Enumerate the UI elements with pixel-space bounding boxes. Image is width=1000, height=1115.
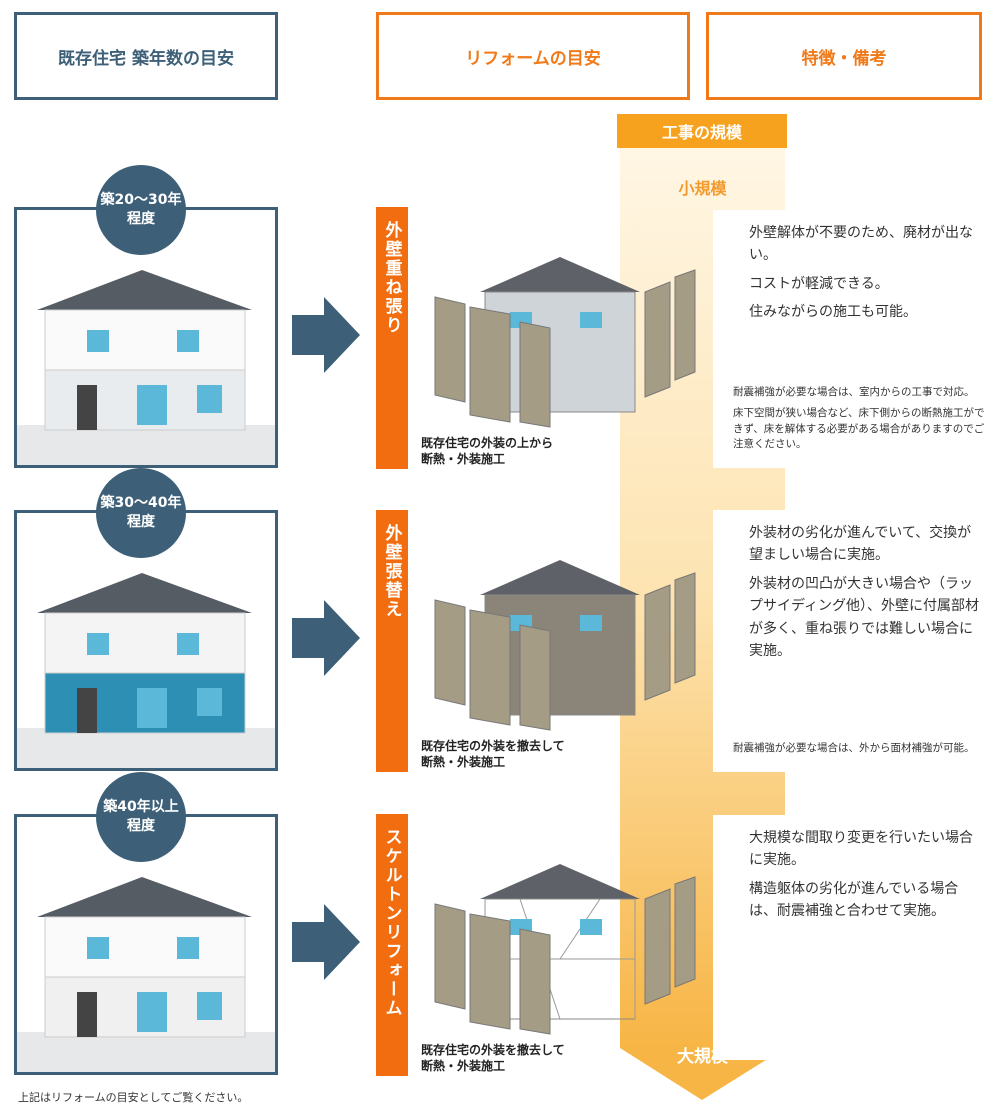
header-features: 特徴・備考 — [706, 12, 982, 100]
feature-note: 大規模な間取り変更を行いたい場合に実施。 — [749, 830, 973, 869]
features-box: 大規模な間取り変更を行いたい場合に実施。構造躯体の劣化が進んでいる場合は、耐震補… — [713, 815, 991, 1060]
age-suffix: 程度 — [127, 514, 155, 530]
right-arrow-icon — [292, 600, 360, 676]
feature-small-note: 床下空間が狭い場合など、床下側からの断熱施工ができず、床を解体する必要がある場合… — [733, 407, 985, 450]
right-arrow-icon — [292, 904, 360, 980]
reform-illustration — [434, 257, 696, 428]
age-badge: 築40年以上程度 — [96, 772, 186, 862]
caption-line: 既存住宅の外装を撤去して — [421, 739, 565, 753]
features-box: 外装材の劣化が進んでいて、交換が望ましい場合に実施。外装材の凹凸が大きい場合や（… — [713, 510, 991, 772]
feature-note: コストが軽減できる。 — [749, 275, 889, 292]
method-caption: 既存住宅の外装を撤去して断熱・外装施工 — [421, 738, 565, 770]
caption-line: 断熱・外装施工 — [421, 1059, 506, 1074]
header-age: 既存住宅 築年数の目安 — [14, 12, 278, 100]
method-label: 外壁重ね張り — [376, 207, 408, 469]
age-suffix: 程度 — [127, 211, 155, 227]
right-arrow-icon — [292, 297, 360, 373]
scale-large-label: 大規模 — [677, 1047, 728, 1067]
method-label: 外壁張替え — [376, 510, 408, 772]
feature-small-note: 耐震補強が必要な場合は、室内からの工事で対応。 — [733, 386, 975, 399]
footer-note: 上記はリフォームの目安としてご覧ください。 — [18, 1091, 249, 1104]
house-photo — [14, 207, 278, 468]
header-reform: リフォームの目安 — [376, 12, 690, 100]
reform-illustration — [434, 560, 696, 731]
caption-line: 断熱・外装施工 — [421, 755, 506, 770]
age-badge: 築20〜30年程度 — [96, 165, 186, 255]
method-caption: 既存住宅の外装の上から断熱・外装施工 — [421, 435, 553, 467]
scale-title: 工事の規模 — [617, 114, 787, 148]
method-caption: 既存住宅の外装を撤去して断熱・外装施工 — [421, 1042, 565, 1074]
feature-note: 外装材の劣化が進んでいて、交換が望ましい場合に実施。 — [749, 525, 972, 564]
reform-illustration — [434, 864, 696, 1035]
caption-line: 既存住宅の外装の上から — [421, 436, 554, 450]
feature-note: 外壁解体が不要のため、廃材が出ない。 — [749, 225, 973, 264]
caption-line: 既存住宅の外装を撤去して — [421, 1043, 565, 1057]
age-range: 築20〜30年 — [100, 192, 182, 209]
method-label: スケルトンリフォーム — [376, 814, 408, 1076]
age-badge: 築30〜40年程度 — [96, 468, 186, 558]
caption-line: 断熱・外装施工 — [421, 452, 506, 467]
age-suffix: 程度 — [127, 818, 155, 834]
features-box: 外壁解体が不要のため、廃材が出ない。コストが軽減できる。住みながらの施工も可能。… — [713, 210, 991, 468]
feature-note: 住みながらの施工も可能。 — [749, 304, 917, 321]
age-range: 築30〜40年 — [100, 495, 182, 512]
feature-small-note: 耐震補強が必要な場合は、外から面材補強が可能。 — [733, 741, 975, 754]
feature-note: 構造躯体の劣化が進んでいる場合は、耐震補強と合わせて実施。 — [749, 880, 959, 920]
age-range: 築40年以上 — [103, 799, 179, 816]
feature-note: 外装材の凹凸が大きい場合や（ラップサイディング他）、外壁に付属部材が多く、重ね張… — [749, 575, 980, 659]
scale-small-label: 小規模 — [678, 179, 727, 198]
